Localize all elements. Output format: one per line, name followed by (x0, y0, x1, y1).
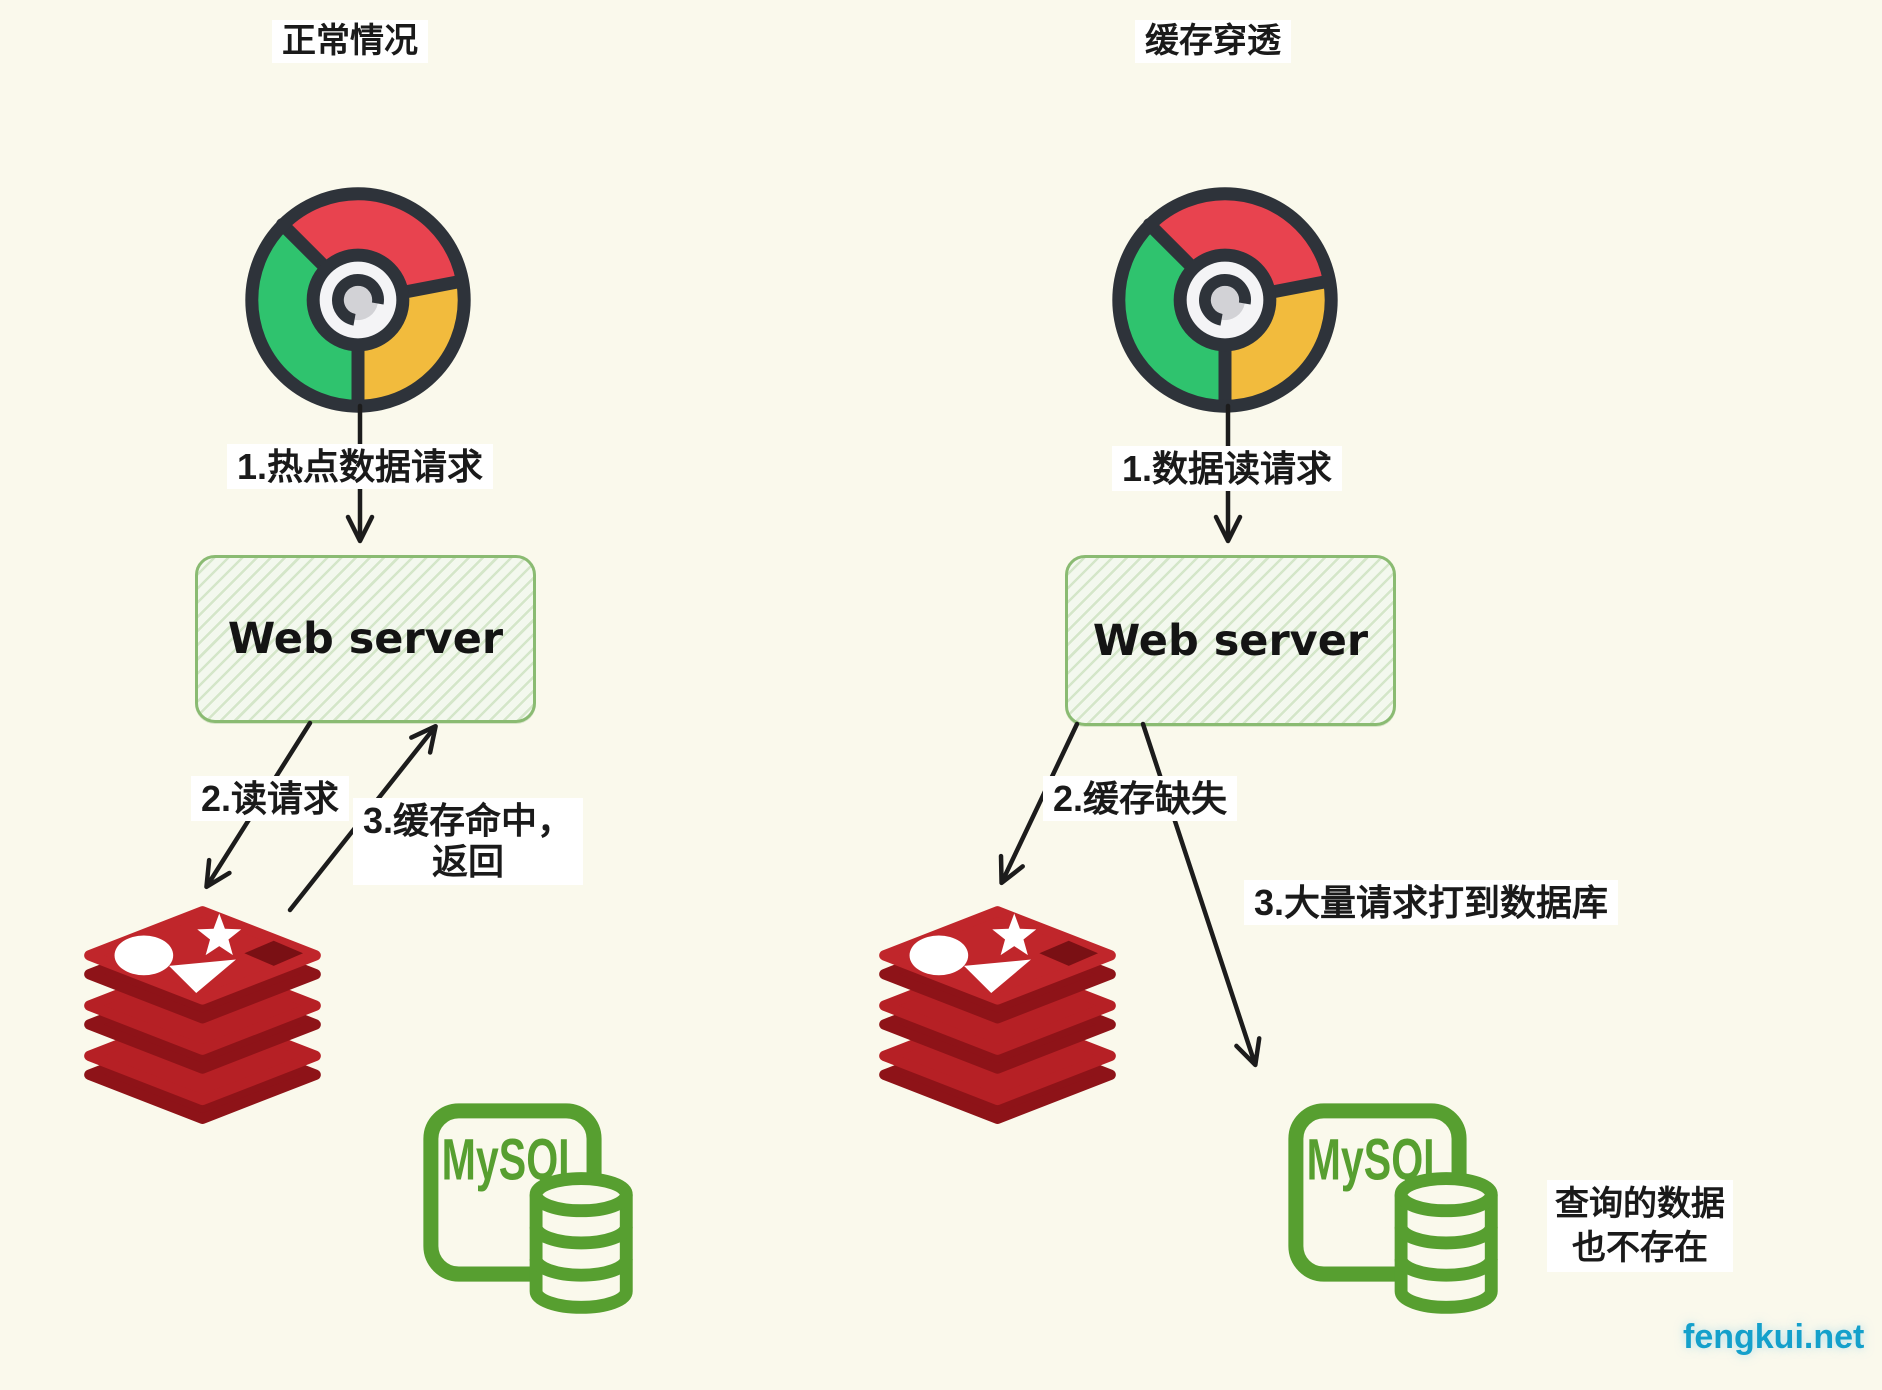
left-step3-label-line1: 3.缓存命中， (362, 800, 574, 841)
redis-cache-icon (870, 903, 1125, 1125)
arrow-right-step3 (1140, 721, 1262, 1068)
right-step2-label: 2.缓存缺失 (1042, 776, 1238, 822)
mysql-database-icon: MySQL (1288, 1103, 1498, 1314)
left-web-server-label: Web server (227, 614, 504, 664)
left-step1-label: 1.热点数据请求 (226, 444, 494, 490)
left-step3-label: 3.缓存命中， 返回 (352, 798, 584, 885)
left-panel-title: 正常情况 (272, 20, 428, 64)
chrome-browser-icon (1107, 182, 1343, 418)
redis-cache-icon (75, 903, 330, 1125)
right-step3-label: 3.大量请求打到数据库 (1243, 880, 1619, 926)
site-watermark: fengkui.net (1683, 1318, 1865, 1356)
right-mysql-note-line1: 查询的数据 (1555, 1185, 1725, 1223)
left-step2-label: 2.读请求 (190, 776, 350, 822)
right-panel-title: 缓存穿透 (1135, 20, 1291, 64)
right-mysql-note: 查询的数据 也不存在 (1547, 1180, 1733, 1273)
right-web-server-label: Web server (1092, 615, 1369, 666)
left-web-server-node: Web server (195, 555, 536, 723)
right-mysql-note-line2: 也不存在 (1572, 1229, 1708, 1268)
left-step3-label-line2: 返回 (431, 841, 504, 883)
right-web-server-node: Web server (1065, 555, 1396, 726)
mysql-database-icon: MySQL (423, 1103, 633, 1314)
right-step1-label: 1.数据读请求 (1111, 446, 1343, 492)
chrome-browser-icon (240, 182, 476, 418)
